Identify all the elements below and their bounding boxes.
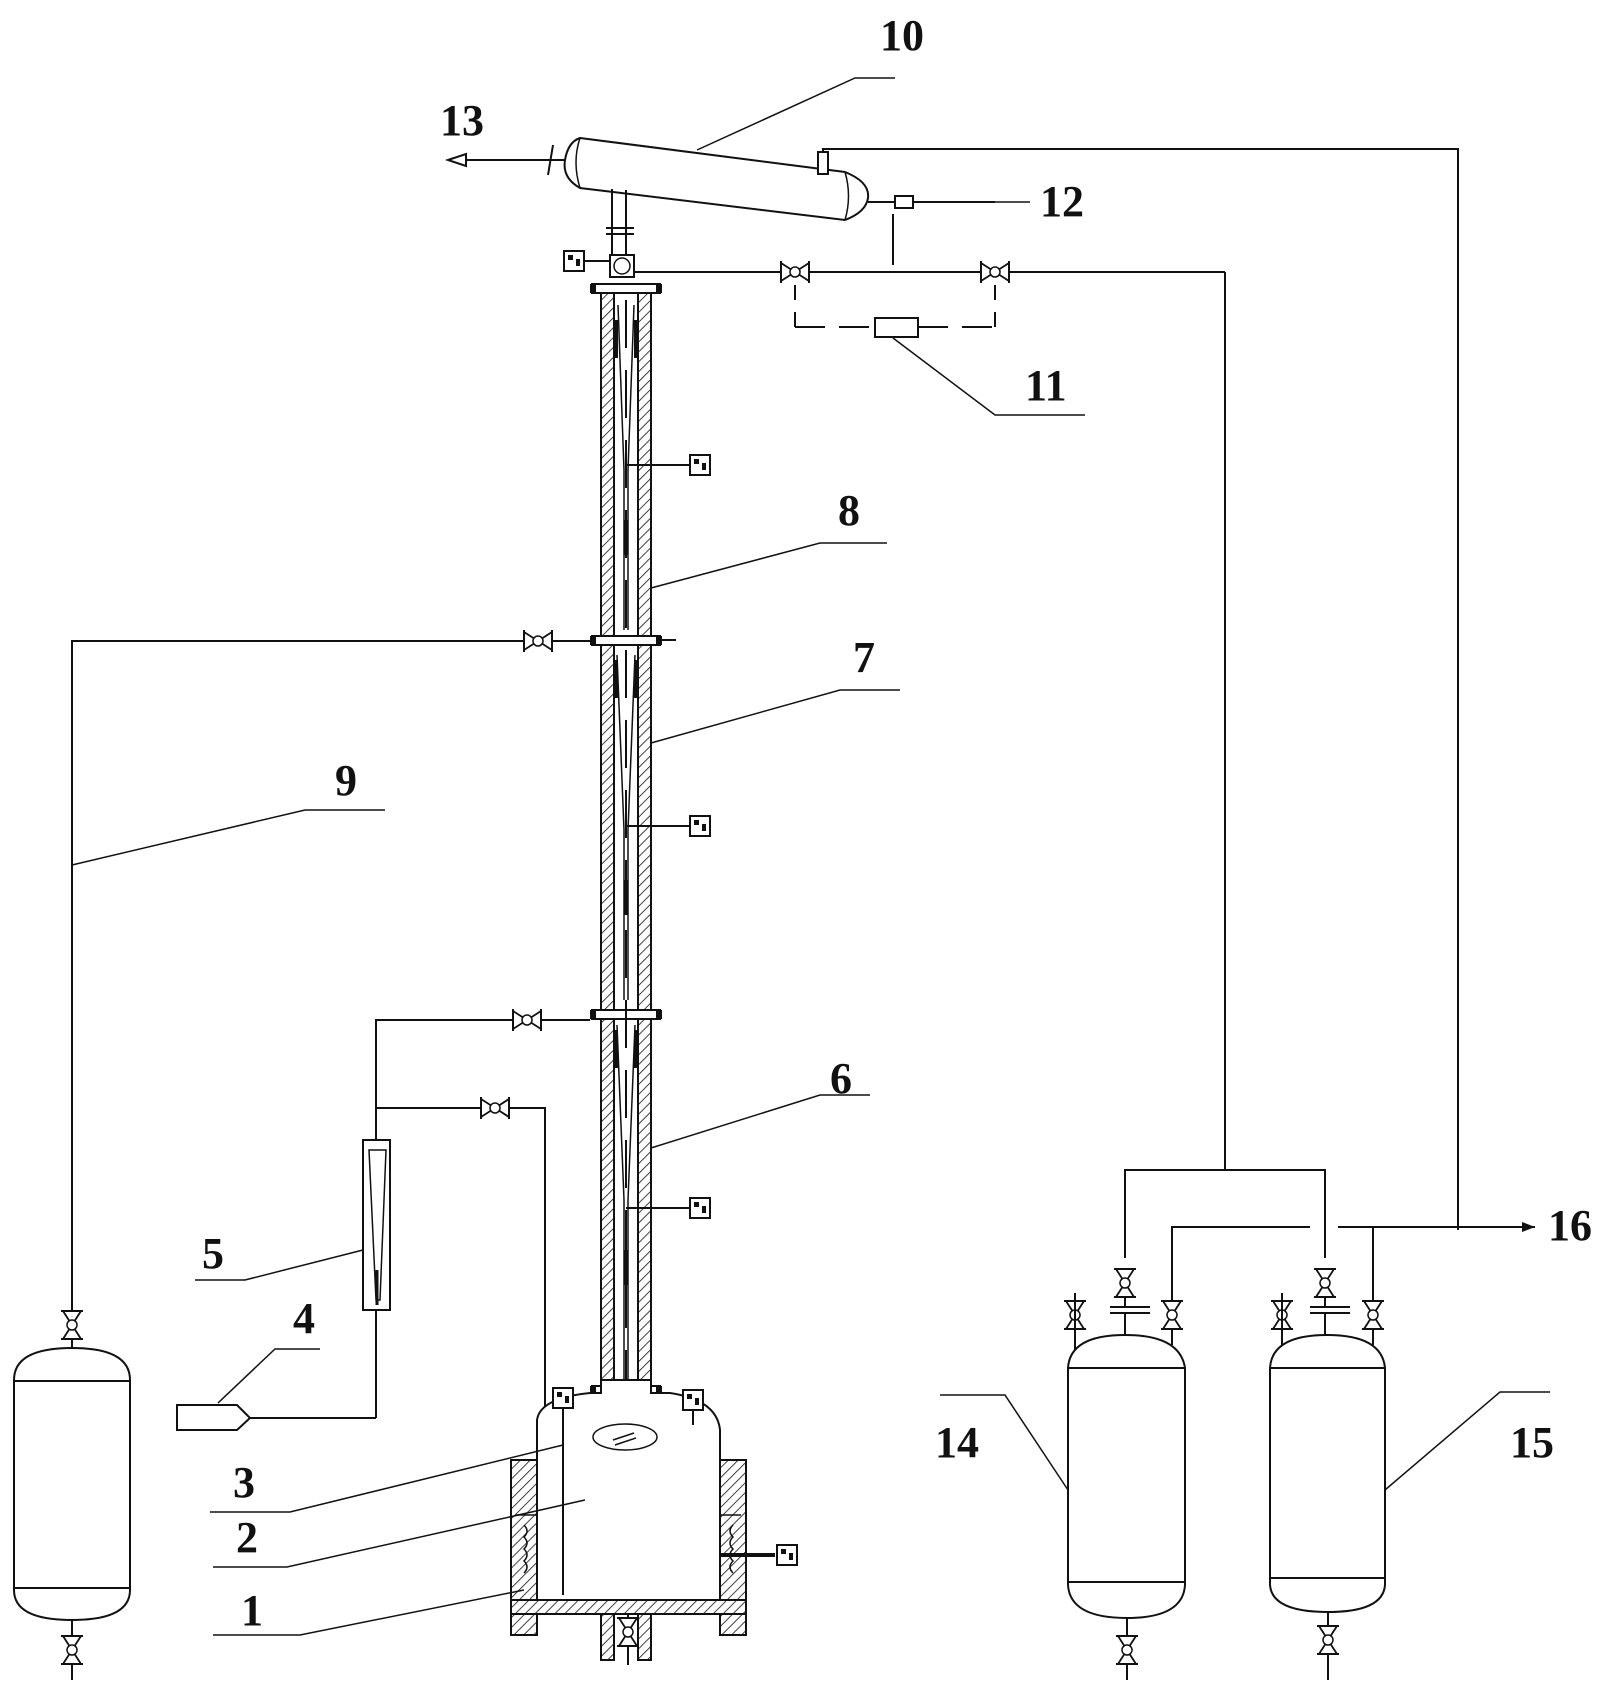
gas-valve-icon <box>480 1096 510 1120</box>
receiver-tank-2 <box>1269 1268 1386 1680</box>
heater-gauge-icon <box>776 1544 798 1566</box>
label-8: 8 <box>838 486 860 535</box>
takeoff-valve-icon <box>980 260 1010 284</box>
label-6: 6 <box>830 1054 852 1103</box>
condenser <box>444 136 1459 1230</box>
inlet-valve-icon <box>1113 1268 1137 1298</box>
rotameter <box>362 1139 391 1418</box>
gas-valve-icon <box>512 1008 542 1032</box>
label-15: 15 <box>1510 1418 1554 1467</box>
label-10: 10 <box>880 11 924 60</box>
feed-tank-drain-valve-icon <box>60 1635 84 1665</box>
receiver-piping <box>1124 1169 1535 1300</box>
outlet-valve-icon <box>1160 1300 1184 1330</box>
gas-inlet <box>176 1404 376 1431</box>
column-head <box>563 250 1226 1170</box>
label-11: 11 <box>1025 361 1067 410</box>
drain-valve-icon <box>1316 1625 1340 1655</box>
drain-valve-icon <box>1115 1635 1139 1665</box>
gas-supply-lines <box>375 1008 590 1430</box>
reflux-controller <box>874 317 919 338</box>
reboiler <box>510 1379 798 1665</box>
label-3: 3 <box>233 1458 255 1507</box>
reflux-valve-icon <box>780 260 810 284</box>
receiver-tank-1 <box>1063 1268 1186 1680</box>
feed-tank-valve-icon <box>60 1310 84 1340</box>
label-7: 7 <box>853 633 875 682</box>
label-16: 16 <box>1548 1201 1592 1250</box>
inlet-valve-icon <box>1313 1268 1337 1298</box>
label-12: 12 <box>1040 177 1084 226</box>
temperature-gauge-icon <box>563 250 585 272</box>
column-temp-gauge-icon <box>689 815 711 837</box>
label-13: 13 <box>440 96 484 145</box>
leader-lines <box>71 77 1550 1636</box>
column-temp-gauge-icon <box>689 1197 711 1219</box>
label-14: 14 <box>935 1418 979 1467</box>
feed-tank <box>13 1346 131 1680</box>
feed-line <box>60 629 590 1348</box>
drain-valve-icon <box>616 1617 640 1647</box>
kettle-temp-gauge-icon <box>552 1387 574 1409</box>
label-2: 2 <box>236 1513 258 1562</box>
label-9: 9 <box>335 756 357 805</box>
label-5: 5 <box>202 1229 224 1278</box>
outlet-valve-icon <box>1361 1300 1385 1330</box>
label-4: 4 <box>293 1294 315 1343</box>
label-1: 1 <box>241 1586 263 1635</box>
feed-valve-icon <box>523 629 553 653</box>
component-labels: 10 13 12 11 8 7 9 6 5 4 3 2 1 14 15 16 <box>202 11 1592 1635</box>
kettle-pressure-gauge-icon <box>682 1389 704 1411</box>
distillation-column <box>590 283 711 1661</box>
column-temp-gauge-icon <box>689 454 711 476</box>
